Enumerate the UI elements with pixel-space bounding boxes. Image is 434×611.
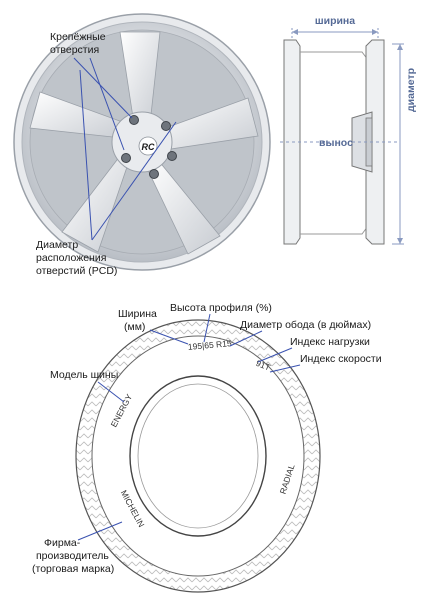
mount-holes-label: Крепёжные отверстия [50,31,106,56]
profile-dimension-arrows [292,29,403,244]
tire-model-label: Модель шины [50,369,118,381]
pcd-pointers [79,69,177,241]
svg-text:расположения: расположения [36,252,106,264]
offset-label: вынос [319,137,353,149]
svg-text:отверстий (PCD): отверстий (PCD) [36,265,117,277]
tire-side-view [75,319,321,593]
center-cap-logo: RC [142,142,155,152]
rim-diameter-label: Диаметр обода (в дюймах) [240,319,371,331]
bolt-holes [121,115,177,179]
speed-index-label: Индекс скорости [300,353,382,365]
tire-pointer-lines [77,313,301,541]
svg-text:отверстия: отверстия [50,44,99,56]
svg-text:производитель: производитель [36,550,109,562]
load-index-label: Индекс нагрузки [290,336,370,348]
svg-text:Ширина: Ширина [118,308,157,320]
svg-text:(мм): (мм) [124,321,145,333]
profile-dimension-lines [280,28,404,245]
alloy-wheel-front-view: RC [13,13,271,271]
manufacturer-label: Фирма- производитель (торговая марка) [32,537,114,575]
sidewall-size-marking: 195|65 R15 [187,338,232,352]
svg-text:Диаметр: Диаметр [36,239,78,251]
svg-text:Крепёжные: Крепёжные [50,31,106,43]
mount-holes-pointers [73,57,133,151]
tire-width-label: Ширина (мм) [118,308,157,333]
diameter-label: диаметр [405,68,417,112]
svg-text:Фирма-: Фирма- [44,537,81,549]
width-label: ширина [315,15,355,27]
profile-height-label: Высота профиля (%) [170,302,272,314]
svg-text:(торговая марка): (торговая марка) [32,563,114,575]
pcd-label: Диаметр расположения отверстий (PCD) [36,239,117,277]
